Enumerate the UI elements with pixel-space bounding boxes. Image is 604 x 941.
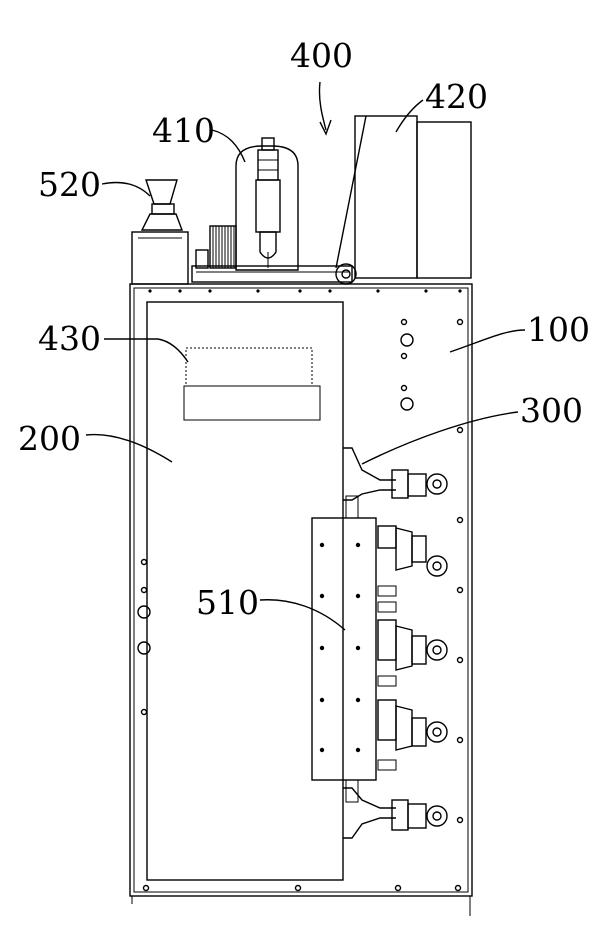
connector-row-2 xyxy=(378,620,447,670)
coil-spring xyxy=(210,226,236,268)
label-200: 200 xyxy=(18,419,81,458)
display-430 xyxy=(184,348,320,420)
label-100: 100 xyxy=(527,310,590,349)
left-holes xyxy=(138,560,150,715)
terminal-block-510 xyxy=(312,496,376,802)
label-400: 400 xyxy=(290,36,353,75)
label-300: 300 xyxy=(520,391,583,430)
component-410 xyxy=(236,138,298,270)
connector-studs xyxy=(378,586,396,770)
component-520 xyxy=(132,180,188,284)
leader-410 xyxy=(212,130,245,162)
label-410: 410 xyxy=(152,111,215,150)
component-420 xyxy=(336,116,471,278)
bottom-screws xyxy=(144,886,461,891)
leader-200 xyxy=(86,435,172,462)
label-420: 420 xyxy=(425,77,488,116)
leader-100 xyxy=(450,330,525,352)
leader-510 xyxy=(260,600,345,630)
leader-lines xyxy=(86,82,525,630)
leader-300 xyxy=(362,412,518,464)
connector-row-1 xyxy=(378,526,447,576)
label-430: 430 xyxy=(38,319,101,358)
connector-row-3 xyxy=(378,700,447,750)
leader-430 xyxy=(104,339,188,362)
label-520: 520 xyxy=(38,165,101,204)
leader-520 xyxy=(102,183,150,197)
top-edge-marks xyxy=(148,289,461,292)
connector-row-bottom xyxy=(392,800,447,830)
connector-row-top xyxy=(392,470,447,498)
label-510: 510 xyxy=(196,583,259,622)
cabinet-100 xyxy=(130,284,472,916)
